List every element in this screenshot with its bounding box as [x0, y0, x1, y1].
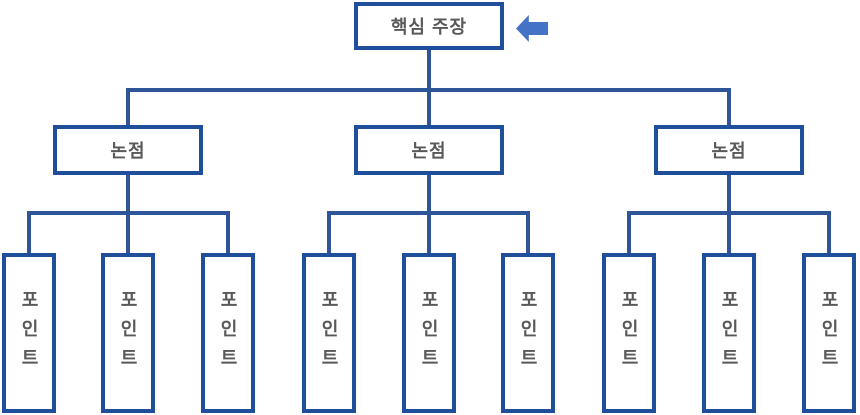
branch-box-2: 논점 [354, 125, 504, 175]
branch-box-3: 논점 [654, 125, 804, 175]
point-box-1-1: 포인트 [2, 253, 56, 413]
branch-box-1: 논점 [53, 125, 203, 175]
point-box-1-2: 포인트 [101, 253, 155, 413]
point-label: 포인트 [218, 289, 238, 377]
connector-group1-drop-1 [27, 211, 31, 253]
point-label: 포인트 [518, 289, 538, 377]
point-label: 포인트 [619, 289, 639, 377]
point-box-2-1: 포인트 [302, 253, 356, 413]
point-label: 포인트 [19, 289, 39, 377]
point-box-1-3: 포인트 [201, 253, 255, 413]
connector-group2-drop-3 [526, 211, 530, 253]
point-box-3-1: 포인트 [602, 253, 656, 413]
left-arrow-icon [516, 15, 548, 42]
connector-branch3-drop [727, 88, 731, 125]
connector-group3-drop-1 [627, 211, 631, 253]
point-box-3-2: 포인트 [702, 253, 756, 413]
connector-level1-rail [126, 88, 731, 92]
point-label: 포인트 [719, 289, 739, 377]
point-box-3-3: 포인트 [802, 253, 856, 413]
point-label: 포인트 [419, 289, 439, 377]
point-label: 포인트 [319, 289, 339, 377]
connector-group1-drop-3 [226, 211, 230, 253]
connector-root-stem [427, 50, 431, 125]
root-box: 핵심 주장 [354, 2, 504, 50]
point-box-2-2: 포인트 [402, 253, 456, 413]
branch-label: 논점 [711, 141, 747, 161]
branch-label: 논점 [411, 141, 447, 161]
connector-group2-rail [327, 211, 530, 215]
point-label: 포인트 [118, 289, 138, 377]
connector-group3-drop-3 [827, 211, 831, 253]
branch-label: 논점 [110, 141, 146, 161]
connector-branch1-drop [126, 88, 130, 125]
connector-group3-rail [627, 211, 831, 215]
connector-group1-rail [27, 211, 230, 215]
point-box-2-3: 포인트 [501, 253, 555, 413]
point-label: 포인트 [819, 289, 839, 377]
connector-group2-drop-1 [327, 211, 331, 253]
root-label: 핵심 주장 [390, 17, 468, 37]
